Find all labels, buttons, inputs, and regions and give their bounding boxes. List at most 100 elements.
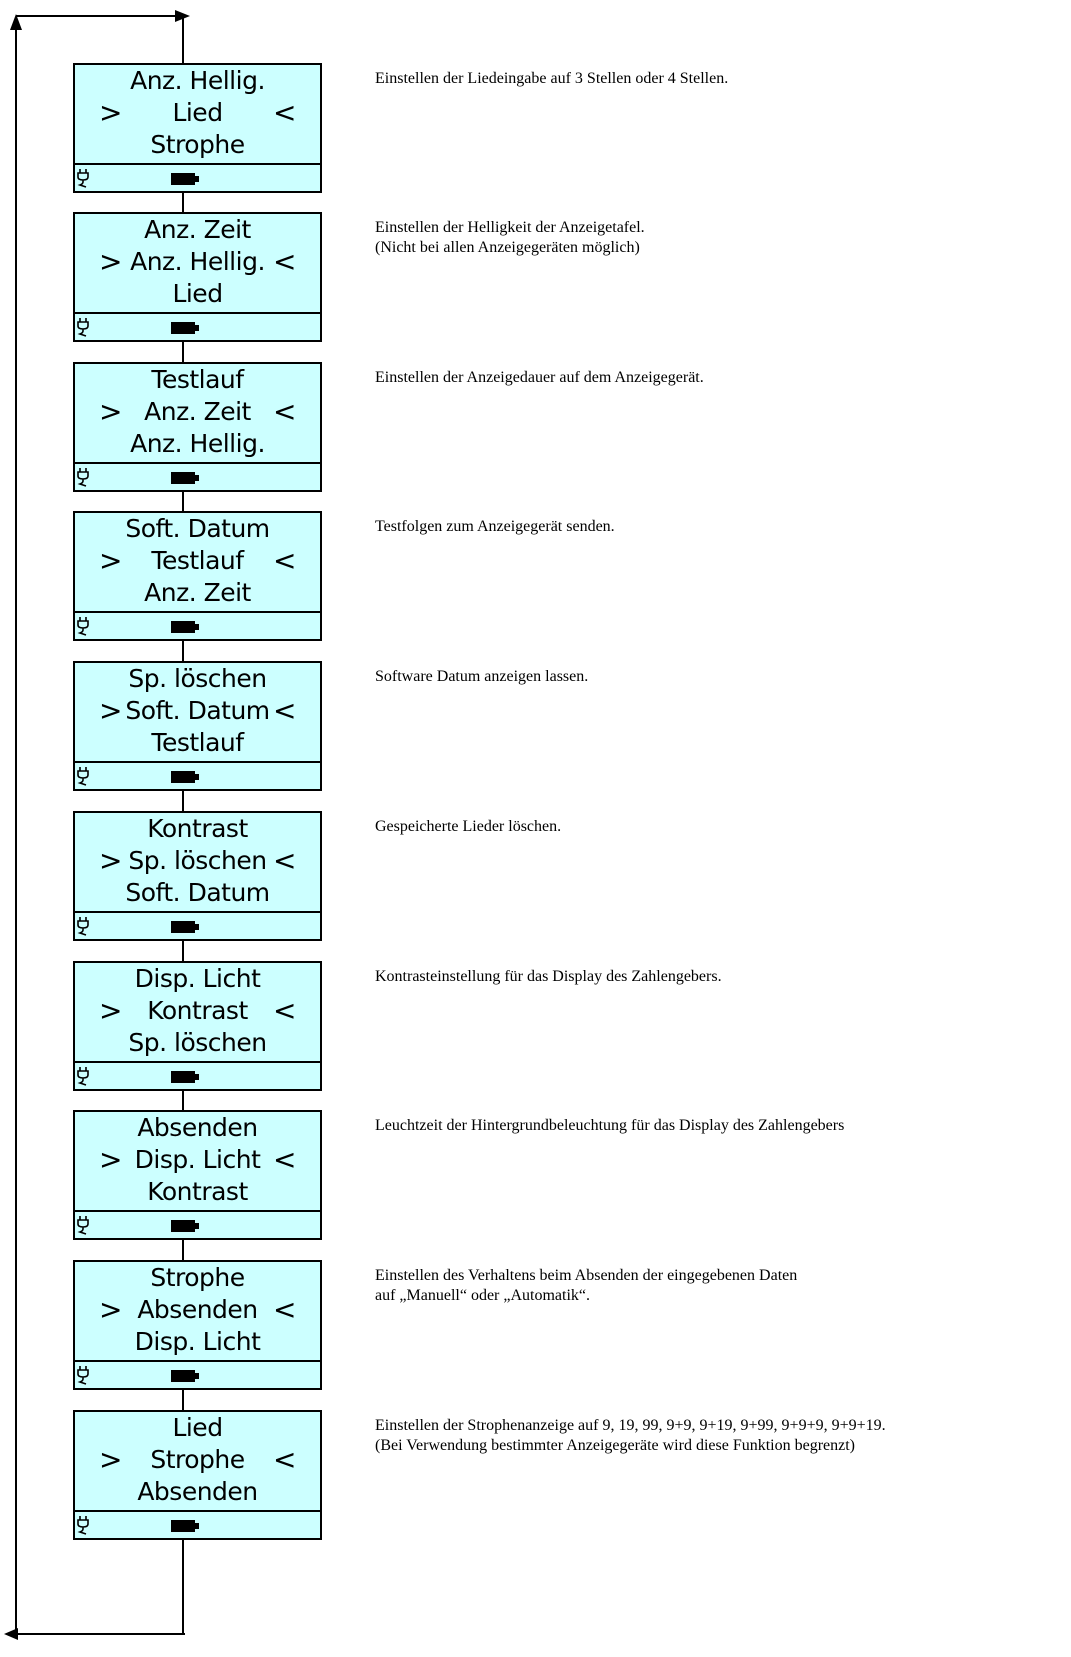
- step-description: Software Datum anzeigen lassen.: [375, 667, 1065, 687]
- menu-item-above: Anz. Zeit: [144, 215, 251, 244]
- selector-right-arrow: <: [273, 1293, 296, 1326]
- step-description: Leuchtzeit der Hintergrundbeleuchtung fü…: [375, 1116, 1065, 1136]
- menu-item-above: Lied: [172, 1413, 223, 1442]
- menu-lines: Disp. Licht>Kontrast<Sp. löschen: [75, 963, 320, 1063]
- selector-left-arrow: >: [99, 96, 122, 129]
- plug-icon: [77, 1067, 89, 1086]
- description-line-2: (Bei Verwendung bestimmter Anzeigegeräte…: [375, 1437, 856, 1454]
- menu-item-below: Kontrast: [147, 1177, 248, 1206]
- menu-item-above: Kontrast: [147, 814, 248, 843]
- menu-item-below: Testlauf: [151, 728, 244, 757]
- menu-item-selected-row: >Lied<: [75, 97, 320, 129]
- selector-right-arrow: <: [273, 96, 296, 129]
- menu-item-selected: Disp. Licht: [134, 1145, 261, 1174]
- menu-lines: Testlauf>Anz. Zeit<Anz. Hellig.: [75, 364, 320, 464]
- battery-icon: [171, 1370, 199, 1382]
- status-bar: [75, 163, 320, 191]
- menu-lines: Anz. Hellig.>Lied<Strophe: [75, 65, 320, 165]
- menu-item-selected: Anz. Zeit: [144, 397, 251, 426]
- selector-left-arrow: >: [99, 245, 122, 278]
- menu-lines: Absenden>Disp. Licht<Kontrast: [75, 1112, 320, 1212]
- description-line-1: Testfolgen zum Anzeigegerät senden.: [375, 518, 615, 535]
- menu-item-above: Anz. Hellig.: [130, 66, 265, 95]
- menu-lines: Kontrast>Sp. löschen<Soft. Datum: [75, 813, 320, 913]
- menu-item-selected-row: >Anz. Hellig.<: [75, 246, 320, 278]
- selector-right-arrow: <: [273, 395, 296, 428]
- description-line-1: Einstellen des Verhaltens beim Absenden …: [375, 1267, 798, 1284]
- plug-icon: [77, 169, 89, 188]
- menu-item-selected-row: >Absenden<: [75, 1294, 320, 1326]
- selector-right-arrow: <: [273, 544, 296, 577]
- menu-lines: Soft. Datum>Testlauf<Anz. Zeit: [75, 513, 320, 613]
- lcd-screen: Lied > Strophe < Absenden: [73, 1410, 322, 1540]
- status-bar: [75, 462, 320, 490]
- description-line-1: Einstellen der Anzeigedauer auf dem Anze…: [375, 369, 704, 386]
- step-description: Testfolgen zum Anzeigegerät senden.: [375, 517, 1065, 537]
- menu-item-above: Disp. Licht: [134, 964, 261, 993]
- menu-item-selected-row: > Strophe <: [75, 1444, 320, 1476]
- description-line-2: auf „Manuell“ oder „Automatik“.: [375, 1287, 591, 1304]
- battery-icon: [171, 1520, 199, 1532]
- menu-item-above: Sp. löschen: [128, 664, 267, 693]
- status-bar: [75, 1061, 320, 1089]
- menu-item-below: Sp. löschen: [128, 1028, 267, 1057]
- description-line-1: Kontrasteinstellung für das Display des …: [375, 968, 722, 985]
- plug-icon: [77, 318, 89, 337]
- selector-left-arrow: >: [99, 544, 122, 577]
- selector-right-arrow: <: [273, 844, 296, 877]
- menu-lines: Strophe>Absenden<Disp. Licht: [75, 1262, 320, 1362]
- selector-left-arrow: >: [99, 1443, 122, 1476]
- menu-item-selected-row: > Disp. Licht <: [75, 1144, 320, 1176]
- step-description: Einstellen der Liedeingabe auf 3 Stellen…: [375, 69, 1065, 89]
- step-description: Gespeicherte Lieder löschen.: [375, 817, 1065, 837]
- menu-lines: Lied > Strophe < Absenden: [75, 1412, 320, 1512]
- description-line-1: Leuchtzeit der Hintergrundbeleuchtung fü…: [375, 1117, 845, 1134]
- selector-right-arrow: <: [273, 1443, 296, 1476]
- plug-icon: [77, 468, 89, 487]
- plug-icon: [77, 617, 89, 636]
- lcd-screen: Anz. Hellig.>Lied<Strophe: [73, 63, 322, 193]
- menu-item-below: Soft. Datum: [125, 878, 270, 907]
- menu-item-selected: Sp. löschen: [128, 846, 267, 875]
- menu-item-selected-row: >Soft. Datum<: [75, 695, 320, 727]
- menu-item-above: Strophe: [150, 1263, 245, 1292]
- step-description: Einstellen des Verhaltens beim Absenden …: [375, 1266, 1065, 1306]
- selector-left-arrow: >: [99, 994, 122, 1027]
- lcd-screen: Absenden>Disp. Licht<Kontrast: [73, 1110, 322, 1240]
- menu-item-below: Anz. Zeit: [144, 578, 251, 607]
- selector-left-arrow: >: [99, 1143, 122, 1176]
- step-description: Einstellen der Anzeigedauer auf dem Anze…: [375, 368, 1065, 388]
- battery-icon: [171, 1071, 199, 1083]
- selector-left-arrow: >: [99, 844, 122, 877]
- description-line-2: (Nicht bei allen Anzeigegeräten möglich): [375, 239, 640, 256]
- plug-icon: [77, 917, 89, 936]
- battery-icon: [171, 621, 199, 633]
- menu-item-selected: Strophe: [150, 1445, 245, 1474]
- menu-item-above: Testlauf: [151, 365, 244, 394]
- lcd-screen: Sp. löschen>Soft. Datum<Testlauf: [73, 661, 322, 791]
- menu-item-selected: Kontrast: [147, 996, 248, 1025]
- selector-left-arrow: >: [99, 395, 122, 428]
- lcd-screen: Strophe>Absenden<Disp. Licht: [73, 1260, 322, 1390]
- menu-item-selected: Anz. Hellig.: [130, 247, 265, 276]
- lcd-screen: Disp. Licht>Kontrast<Sp. löschen: [73, 961, 322, 1091]
- selector-right-arrow: <: [273, 1143, 296, 1176]
- selector-left-arrow: >: [99, 694, 122, 727]
- menu-item-selected-row: >Kontrast<: [75, 995, 320, 1027]
- plug-icon: [77, 1366, 89, 1385]
- selector-right-arrow: <: [273, 694, 296, 727]
- status-bar: [75, 1210, 320, 1238]
- menu-item-selected: Absenden: [137, 1295, 258, 1324]
- plug-icon: [77, 1516, 89, 1535]
- status-bar: [75, 1510, 320, 1538]
- battery-icon: [171, 921, 199, 933]
- description-line-1: Gespeicherte Lieder löschen.: [375, 818, 562, 835]
- battery-icon: [171, 322, 199, 334]
- status-bar: [75, 761, 320, 789]
- status-bar: [75, 611, 320, 639]
- menu-item-selected-row: >Sp. löschen<: [75, 845, 320, 877]
- menu-item-below: Absenden: [137, 1477, 258, 1506]
- step-description: Kontrasteinstellung für das Display des …: [375, 967, 1065, 987]
- step-description: Einstellen der Helligkeit der Anzeigetaf…: [375, 218, 1065, 258]
